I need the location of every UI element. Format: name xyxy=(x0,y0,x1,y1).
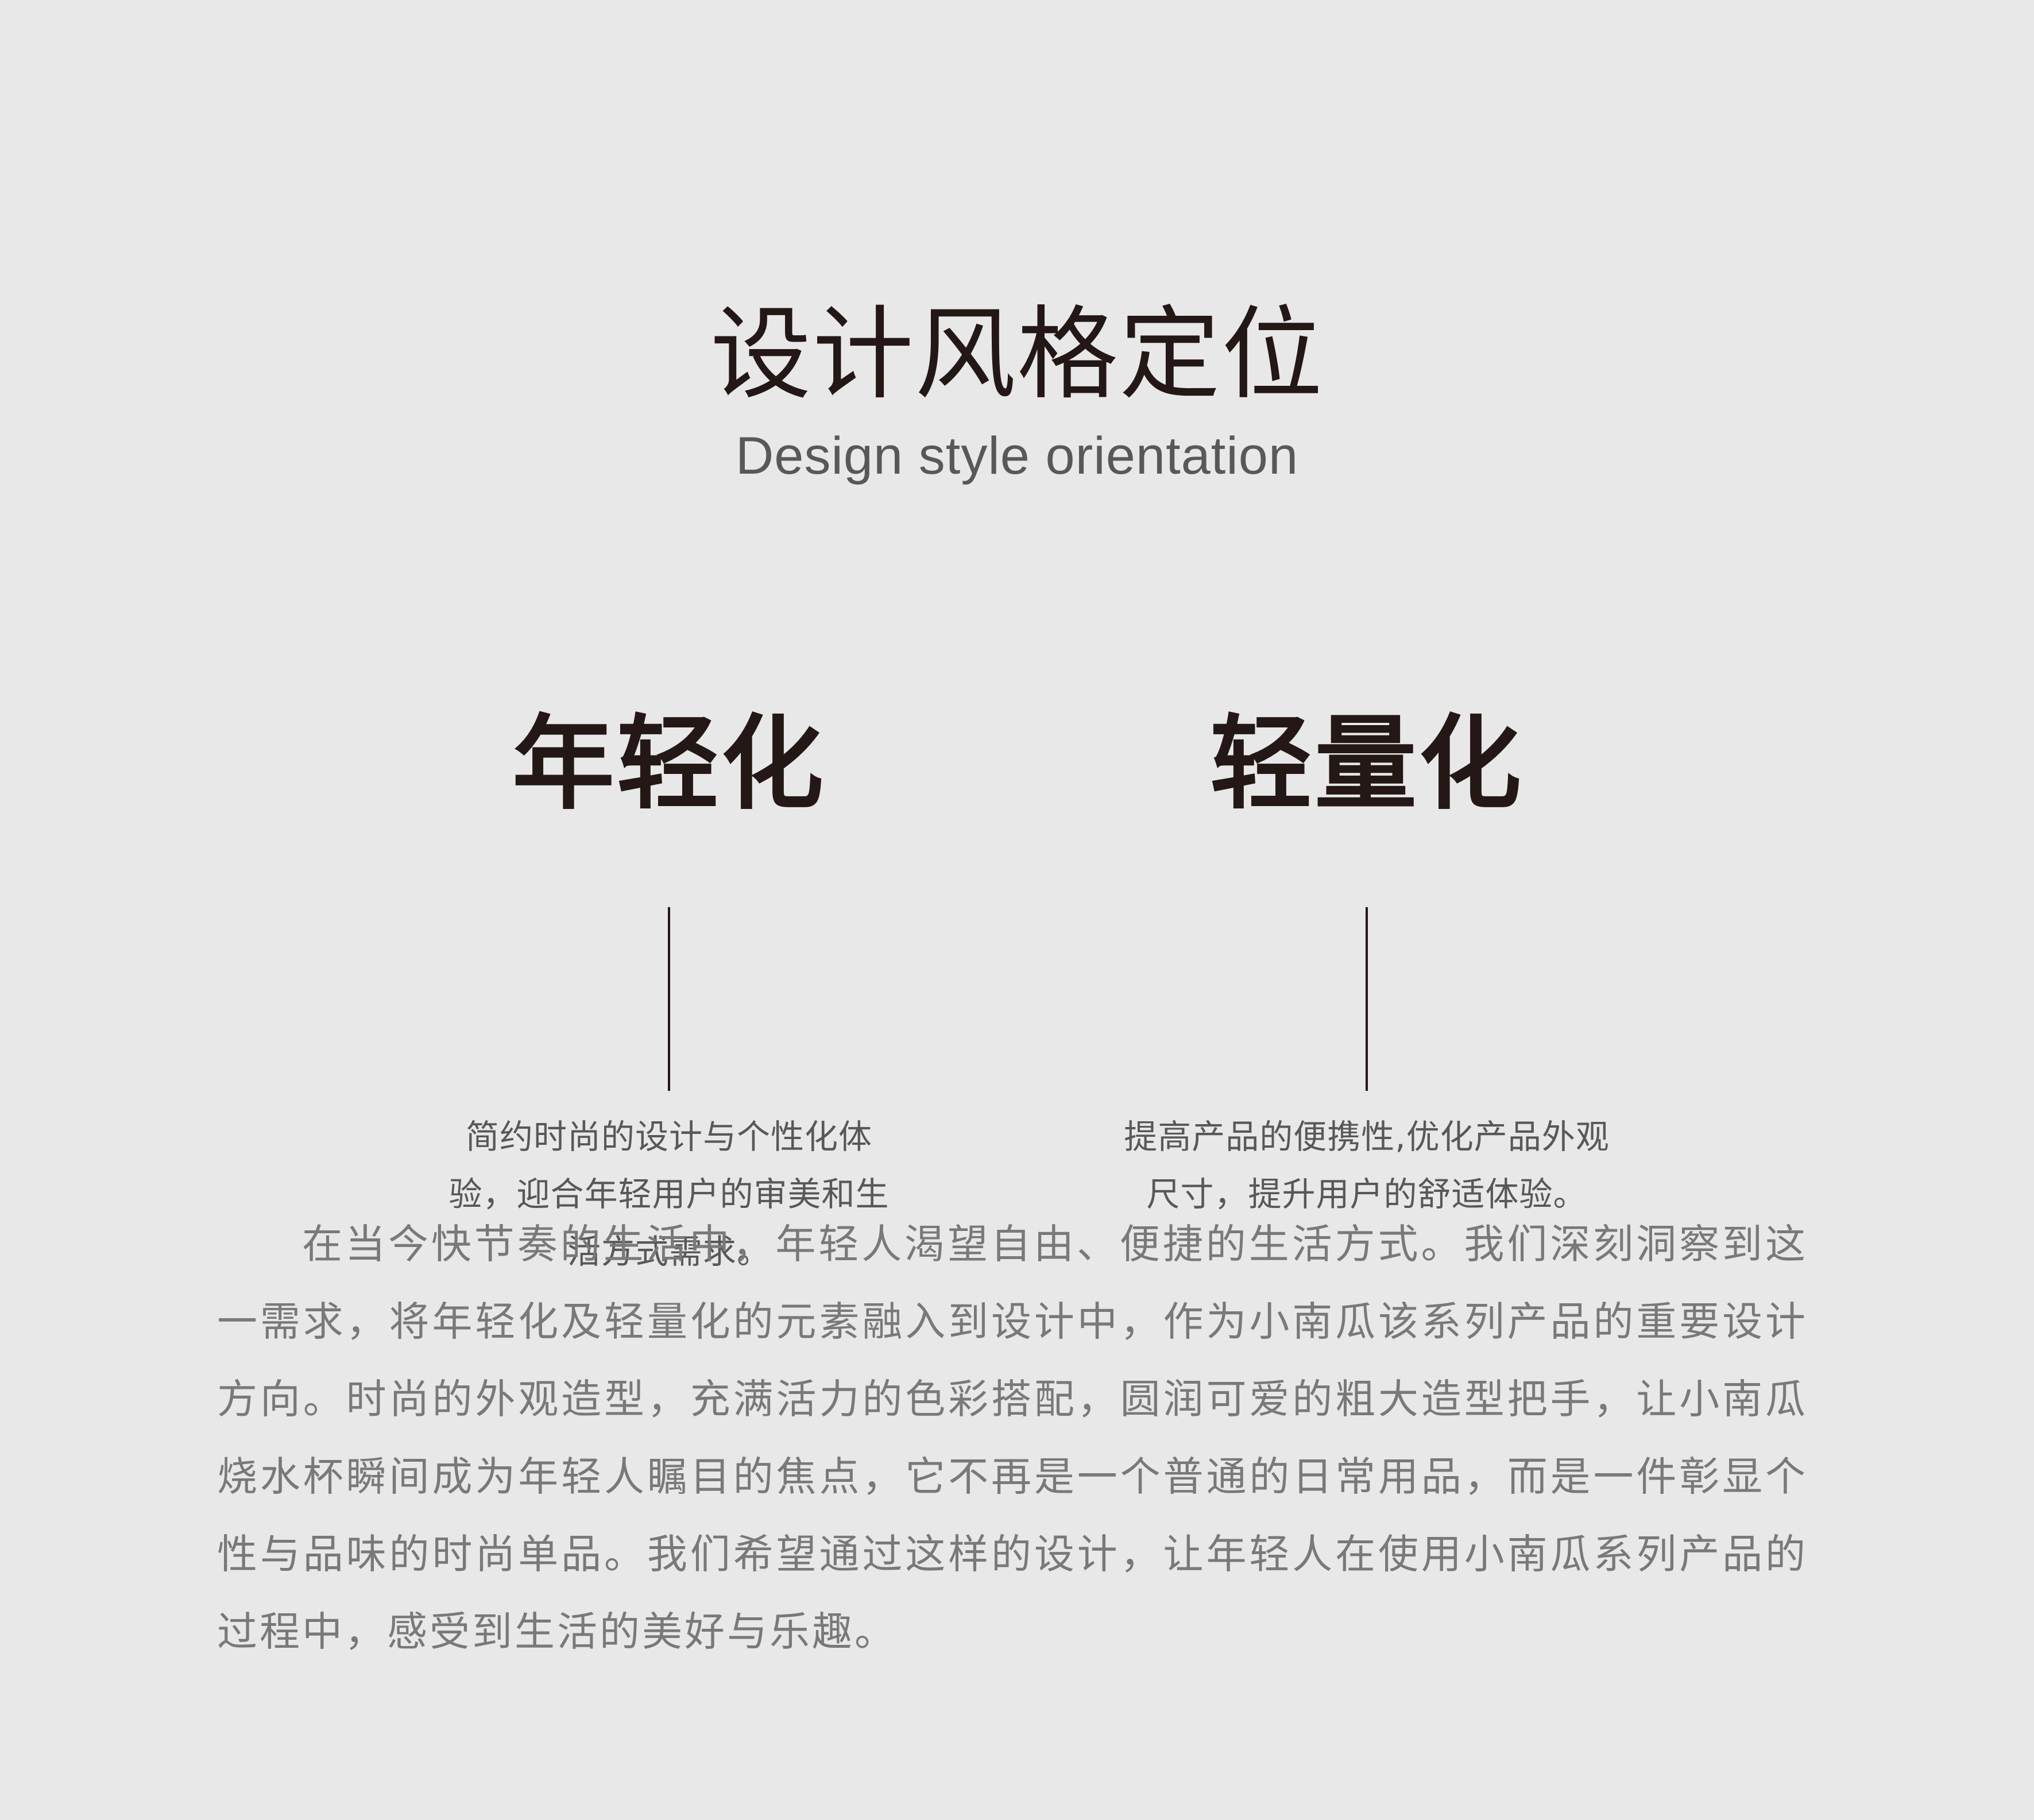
feature-youthful: 年轻化 简约时尚的设计与个性化体验，迎合年轻用户的审美和生活方式需求。 xyxy=(411,620,927,1280)
feature-lightweight: 轻量化 提高产品的便携性,优化产品外观尺寸，提升用户的舒适体验。 xyxy=(1108,620,1625,1223)
section-header: 设计风格定位 Design style orientation xyxy=(0,296,2034,488)
vertical-divider xyxy=(668,907,670,1091)
feature-description-youthful: 简约时尚的设计与个性化体验，迎合年轻用户的审美和生活方式需求。 xyxy=(448,1117,890,1272)
body-paragraph: 在当今快节奏的生活中，年轻人渴望自由、便捷的生活方式。我们深刻洞察到这一需求，将… xyxy=(217,1221,1808,1655)
page-subtitle: Design style orientation xyxy=(735,427,1299,485)
feature-description-lightweight: 提高产品的便携性,优化产品外观尺寸，提升用户的舒适体验。 xyxy=(1124,1117,1610,1214)
feature-columns: 年轻化 简约时尚的设计与个性化体验，迎合年轻用户的审美和生活方式需求。 轻量化 … xyxy=(0,620,2034,1272)
feature-heading-youthful: 年轻化 xyxy=(512,704,826,823)
vertical-divider xyxy=(1366,907,1368,1091)
page-title: 设计风格定位 xyxy=(710,296,1324,413)
feature-heading-lightweight: 轻量化 xyxy=(1210,704,1523,823)
